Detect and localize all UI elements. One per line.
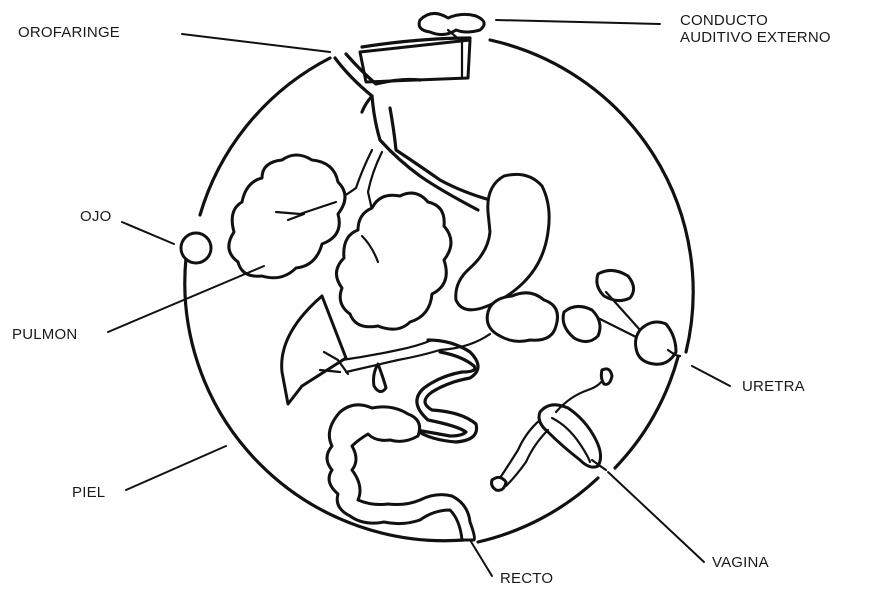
label-recto: RECTO (500, 570, 553, 587)
label-orofaringe: OROFARINGE (18, 24, 120, 41)
label-ojo: OJO (80, 208, 111, 225)
ear-canal (360, 13, 484, 82)
label-uretra: URETRA (742, 378, 805, 395)
label-vagina: VAGINA (712, 554, 769, 571)
kidneys-bladder (563, 270, 680, 364)
label-pulmon: PULMON (12, 326, 77, 343)
uterus-ovaries (492, 369, 613, 490)
lungs (229, 155, 451, 329)
label-auditivo-externo: AUDITIVO EXTERNO (680, 29, 831, 46)
label-piel: PIEL (72, 484, 105, 501)
eye (181, 233, 211, 263)
liver (282, 296, 348, 404)
label-conducto: CONDUCTO (680, 12, 768, 29)
